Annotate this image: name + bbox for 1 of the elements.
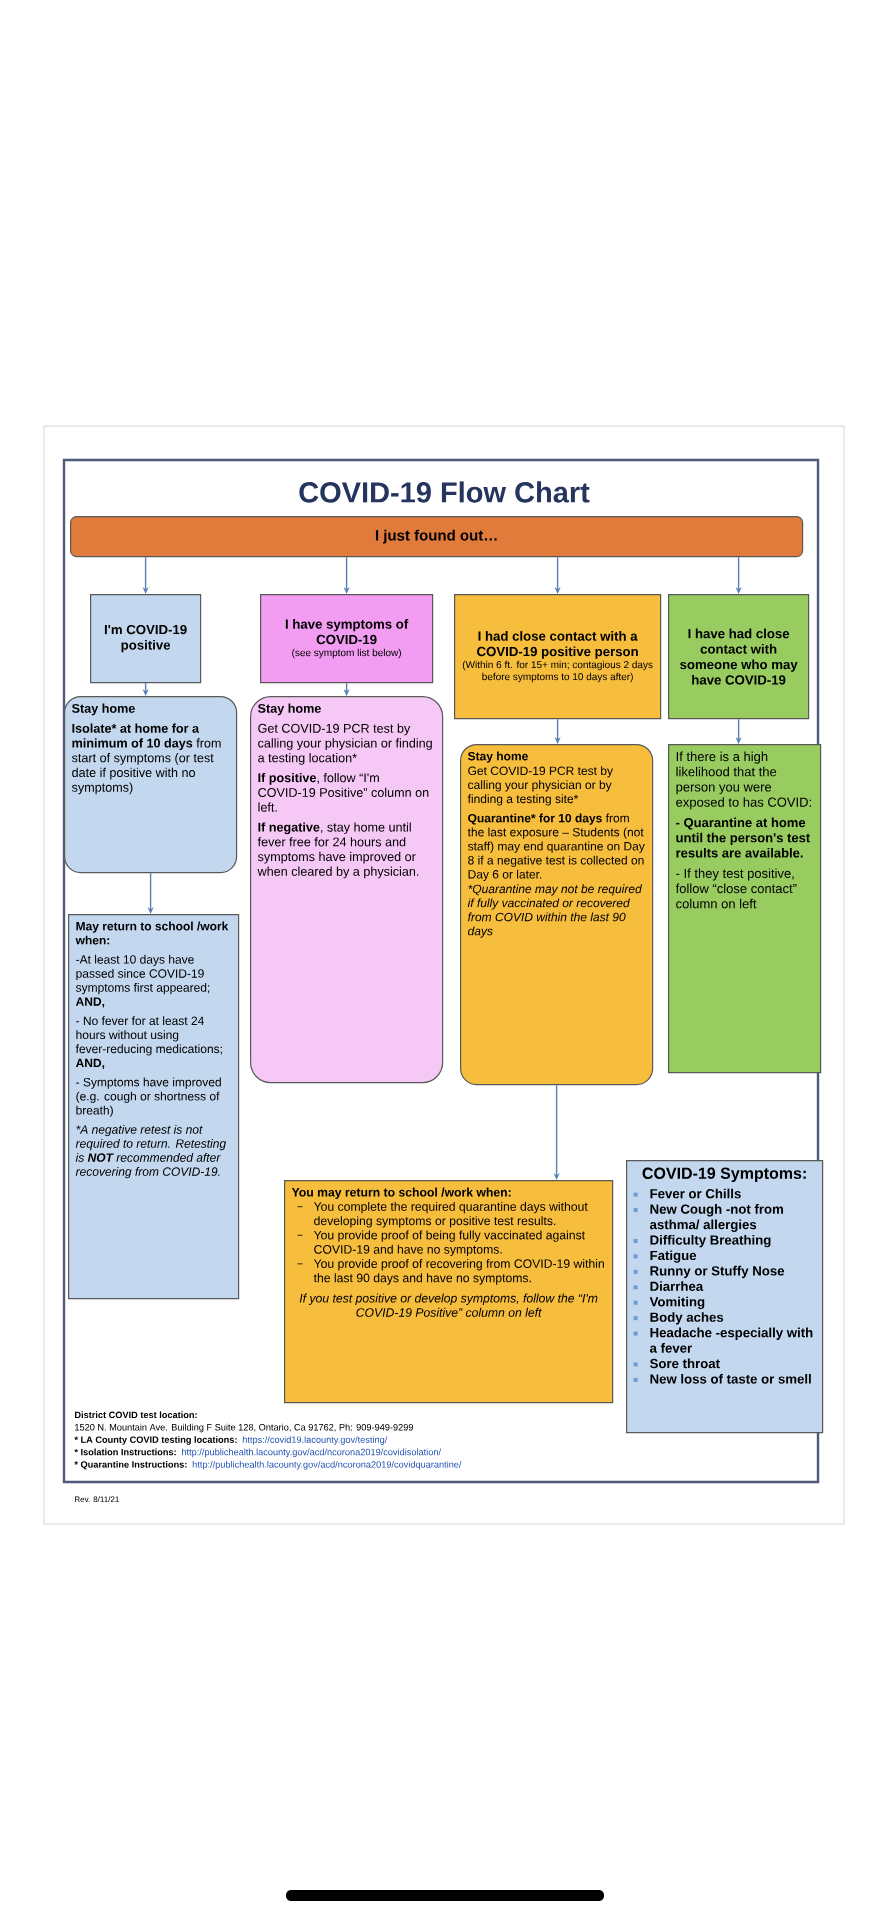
title: COVID-19 Flow Chart bbox=[299, 481, 590, 503]
